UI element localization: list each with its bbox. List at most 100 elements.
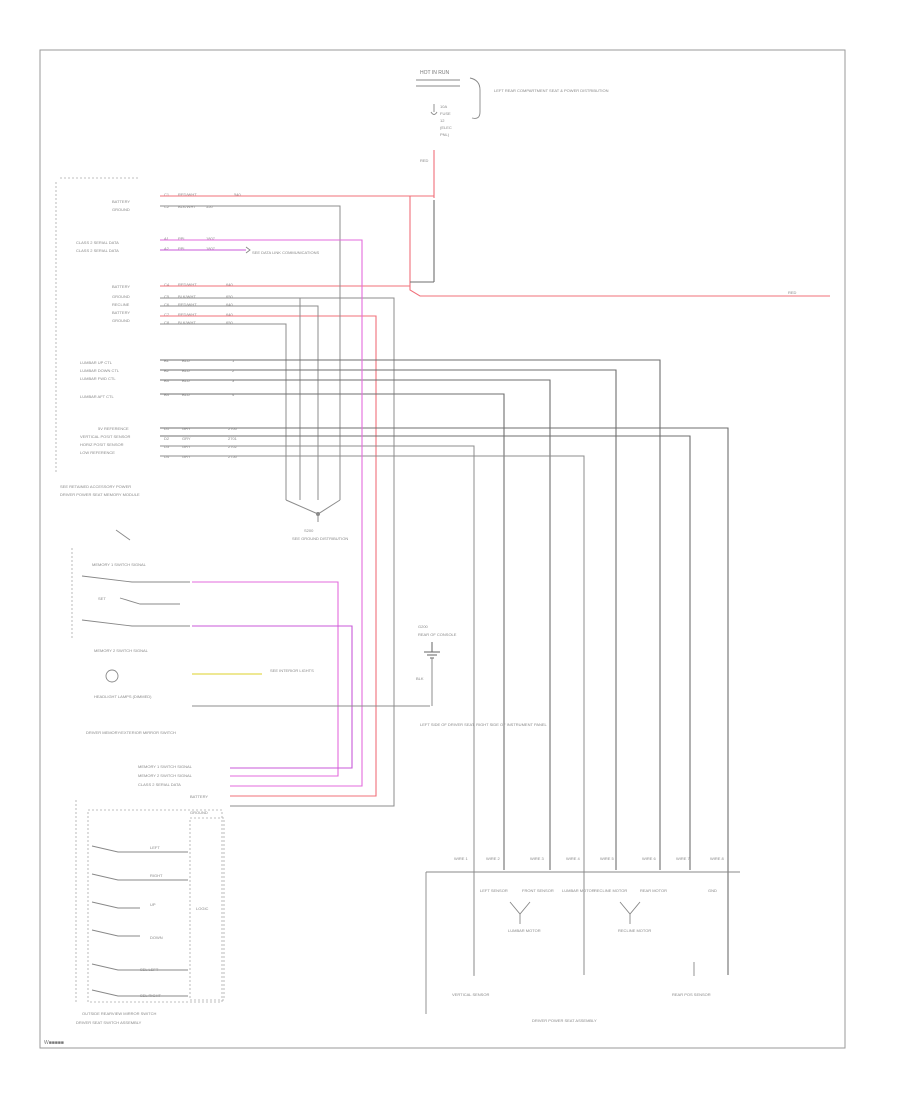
- svg-text:RED/WHT: RED/WHT: [178, 282, 197, 287]
- lumbar-motor-label: LUMBAR MOTOR: [508, 928, 541, 933]
- svg-text:C7: C7: [164, 312, 170, 317]
- svg-text:1807: 1807: [206, 246, 216, 251]
- seat-motor-5: REAR MOTOR: [640, 888, 667, 893]
- svg-text:540: 540: [234, 192, 241, 197]
- svg-text:C1: C1: [164, 192, 170, 197]
- pin-label-serial-2: CLASS 2 SERIAL DATA: [76, 248, 119, 253]
- pin-label-horiz-sensor: HORIZ POSIT SENSOR: [80, 442, 124, 447]
- rear-pos-sensor-label: REAR POS SENSOR: [672, 992, 711, 997]
- pin-label-5v-ref: 5V REFERENCE: [98, 426, 129, 431]
- svg-text:RED/WHT: RED/WHT: [178, 192, 197, 197]
- svg-text:C6: C6: [164, 302, 170, 307]
- pin-label-ground-2: GROUND: [112, 294, 130, 299]
- power-seat-module: SEE RETAINED ACCESSORY POWER DRIVER POWE…: [55, 177, 140, 497]
- pin-label-lumbar-up: LUMBAR UP CTL: [80, 360, 113, 365]
- splice-note: SEE GROUND DISTRIBUTION: [292, 536, 348, 541]
- memory-row-1: MEMORY 1 SWITCH SIGNAL: [92, 562, 147, 567]
- seat-col-4: WIRE 4: [566, 856, 581, 861]
- switch-contact-1-icon: [115, 529, 131, 541]
- svg-text:RED/WHT: RED/WHT: [178, 312, 197, 317]
- memory-pin-3: CLASS 2 SERIAL DATA: [138, 782, 181, 787]
- seat-switch-subtitle: OUTSIDE REARVIEW MIRROR SWITCH: [82, 1011, 156, 1016]
- ground-caption: REAR OF CONSOLE: [418, 632, 457, 637]
- seat-switch-contact-1-icon: [91, 845, 188, 853]
- memory-side-note: LEFT SIDE OF DRIVER SEAT, RIGHT SIDE OF …: [420, 722, 548, 727]
- memory-row-2: SET: [98, 596, 106, 601]
- logic-box: [189, 817, 225, 1001]
- memory-row-4: HEADLIGHT LAMPS (DIMMED): [94, 694, 152, 699]
- switch-contact-3-icon: [119, 597, 180, 605]
- lumbar-motor-icon: [509, 901, 531, 924]
- seat-switch-assembly: LOGIC LEFT RIGHT UP DOWN SEL LEFT SEL RI…: [75, 800, 225, 1025]
- svg-text:C5: C5: [164, 294, 170, 299]
- wire-id-red: RED: [420, 158, 429, 163]
- pin-label-low-ref: LOW REFERENCE: [80, 450, 115, 455]
- memory-switch-title: DRIVER MEMORY/EXTERIOR MIRROR SWITCH: [86, 730, 176, 735]
- pin-label-lumbar-down: LUMBAR DOWN CTL: [80, 368, 120, 373]
- memory-ground-label: GROUND: [190, 810, 208, 815]
- ground-icon: [424, 642, 440, 659]
- seat-motor-2: FRONT SENSOR: [522, 888, 554, 893]
- seat-assembly-title: DRIVER POWER SEAT ASSEMBLY: [532, 1018, 597, 1023]
- data-link-note: SEE DATA LINK COMMUNICATIONS: [252, 250, 319, 255]
- seat-switch-frame: [87, 809, 223, 1003]
- module-title: DRIVER POWER SEAT MEMORY MODULE: [60, 492, 140, 497]
- pin-label-recline: RECLINE: [112, 302, 130, 307]
- seat-switch-logic: LOGIC: [196, 906, 209, 911]
- fuse-line-1: 10A: [440, 104, 447, 109]
- module-note: SEE RETAINED ACCESSORY POWER: [60, 484, 131, 489]
- svg-text:D2: D2: [164, 436, 170, 441]
- seat-col-6: WIRE 6: [642, 856, 657, 861]
- seat-col-3: WIRE 3: [530, 856, 545, 861]
- memory-pin-4: BATTERY: [190, 794, 208, 799]
- svg-text:BLK/WHT: BLK/WHT: [178, 320, 196, 325]
- seat-col-8: WIRE 8: [710, 856, 725, 861]
- svg-text:2701: 2701: [228, 436, 238, 441]
- seat-switch-contact-6-icon: [91, 989, 188, 997]
- seat-motor-4: RECLINE MOTOR: [594, 888, 627, 893]
- pin-label-vert-sensor: VERTICAL POSIT SENSOR: [80, 434, 130, 439]
- switch-contact-4-icon: [81, 619, 190, 627]
- seat-col-5: WIRE 5: [600, 856, 615, 861]
- module-pin-labels: BATTERY GROUND CLASS 2 SERIAL DATA CLASS…: [76, 199, 130, 455]
- footer-code: W■■■■■: [44, 1040, 64, 1046]
- splice-label: S200: [304, 528, 314, 533]
- fuse-block: HOT IN RUN 10A FUSE 12 (ELEC PNL) LEFT R…: [416, 70, 609, 163]
- ground-wire-note: BLK: [416, 676, 424, 681]
- svg-text:640: 640: [226, 282, 233, 287]
- seat-motor-3: LUMBAR MOTOR: [562, 888, 595, 893]
- seat-col-2: WIRE 2: [486, 856, 501, 861]
- svg-text:GRY: GRY: [182, 436, 191, 441]
- svg-text:PPL: PPL: [178, 246, 186, 251]
- fuse-block-title: HOT IN RUN: [420, 70, 449, 76]
- fuse-icon: [430, 104, 438, 115]
- svg-text:1807: 1807: [206, 236, 216, 241]
- seat-switch-row-4: DOWN: [150, 935, 163, 940]
- svg-text:BLK/WHT: BLK/WHT: [178, 294, 196, 299]
- pin-label-ground-1: GROUND: [112, 207, 130, 212]
- fuse-line-3: 12: [440, 118, 445, 123]
- recline-motor-label: RECLINE MOTOR: [618, 928, 651, 933]
- diagram-frame: [39, 49, 846, 1049]
- svg-text:C8: C8: [164, 320, 170, 325]
- pin-label-lumbar-aft: LUMBAR AFT CTL: [80, 394, 114, 399]
- pin-label-lumbar-fwd: LUMBAR FWD CTL: [80, 376, 116, 381]
- seat-switch-row-5: SEL LEFT: [140, 967, 159, 972]
- svg-text:640: 640: [226, 302, 233, 307]
- seat-motor-6: GND: [708, 888, 717, 893]
- fuse-line-5: PNL): [440, 132, 450, 137]
- switch-contact-2-icon: [81, 575, 190, 583]
- fuse-line-2: FUSE: [440, 111, 451, 116]
- memory-pin-1: MEMORY 1 SWITCH SIGNAL: [138, 764, 193, 769]
- seat-switch-contact-2-icon: [91, 873, 188, 881]
- pin-label-serial-1: CLASS 2 SERIAL DATA: [76, 240, 119, 245]
- svg-text:640: 640: [226, 312, 233, 317]
- data-link-arrow-icon: [245, 246, 251, 254]
- power-seat-assembly: WIRE 1 WIRE 2 WIRE 3 WIRE 4 WIRE 5 WIRE …: [425, 856, 740, 1023]
- seat-switch-title: DRIVER SEAT SWITCH ASSEMBLY: [76, 1020, 142, 1025]
- pin-label-battery-2: BATTERY: [112, 284, 130, 289]
- memory-pin-2: MEMORY 2 SWITCH SIGNAL: [138, 773, 193, 778]
- seat-switch-contact-5-icon: [91, 963, 188, 971]
- ground-label: G200: [418, 624, 429, 629]
